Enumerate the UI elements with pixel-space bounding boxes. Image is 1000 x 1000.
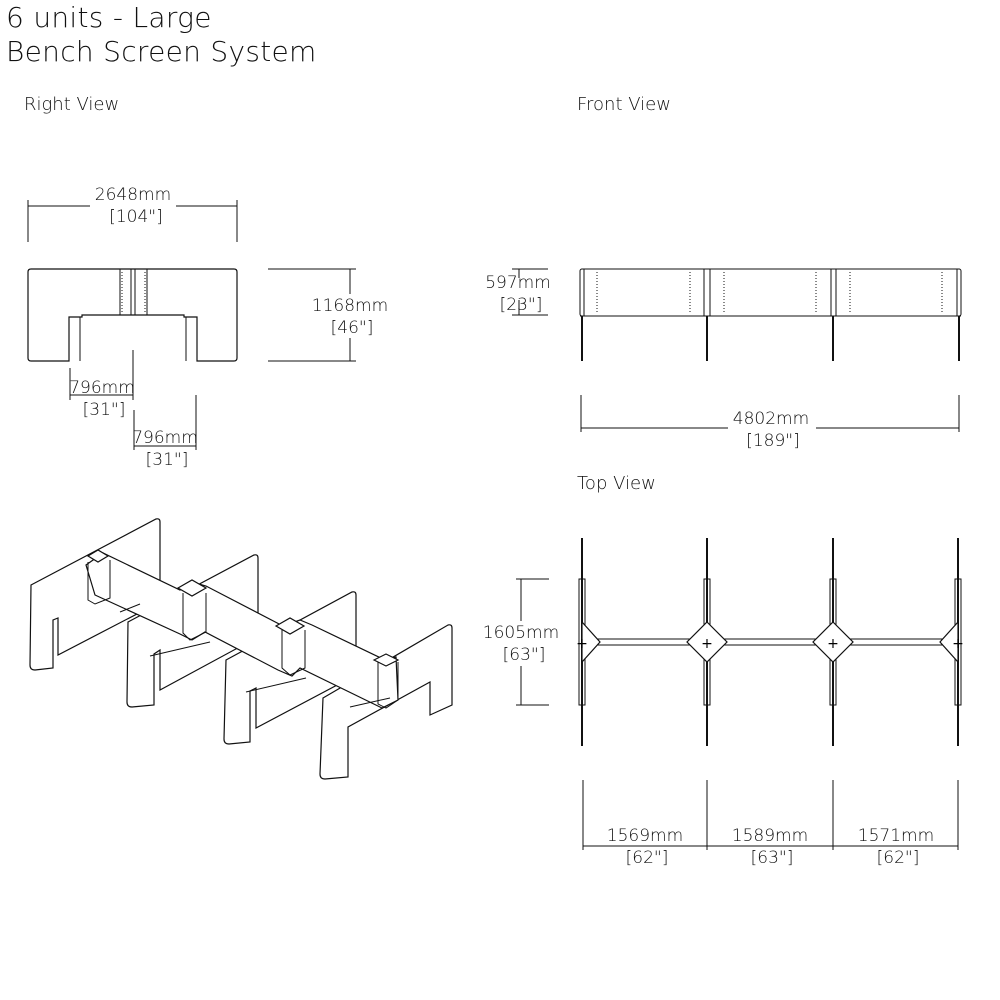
title-line-1: 6 units - Large	[6, 1, 212, 34]
dim-right-width-mm: 2648mm	[95, 185, 171, 205]
svg-text:+: +	[576, 636, 588, 652]
front-view-drawing: 597mm [23"]	[485, 268, 962, 451]
dim-top-seg2-mm: 1589mm	[732, 826, 808, 846]
dim-leg-a-in: [31"]	[83, 400, 126, 420]
top-view-label: Top View	[577, 473, 656, 494]
top-view-drawing: 1605mm [63"] + + + +	[483, 538, 964, 868]
title-line-2: Bench Screen System	[6, 35, 317, 68]
dim-front-height-in: [23"]	[500, 295, 543, 315]
dim-right-height-in: [46"]	[331, 318, 374, 338]
dim-right-width-in: [104"]	[109, 207, 163, 227]
dim-front-height-mm: 597mm	[485, 273, 551, 293]
front-view-label: Front View	[577, 94, 671, 115]
svg-text:+: +	[827, 636, 839, 652]
dim-leg-b-mm: 796mm	[132, 428, 198, 448]
dim-top-depth-mm: 1605mm	[483, 623, 559, 643]
dim-top-seg2-in: [63"]	[751, 848, 794, 868]
dim-top-depth-in: [63"]	[503, 645, 546, 665]
dim-top-seg1-mm: 1569mm	[607, 826, 683, 846]
svg-text:+: +	[701, 636, 713, 652]
dim-top-seg3-mm: 1571mm	[858, 826, 934, 846]
isometric-view-drawing	[29, 518, 453, 780]
dim-top-seg3-in: [62"]	[877, 848, 920, 868]
dim-leg-b-in: [31"]	[146, 450, 189, 470]
dim-front-length-mm: 4802mm	[733, 409, 809, 429]
right-view-drawing: 2648mm [104"] 1168mm [46"]	[27, 185, 388, 470]
dim-right-height-mm: 1168mm	[312, 296, 388, 316]
svg-text:+: +	[952, 636, 964, 652]
dim-front-length-in: [189"]	[746, 431, 800, 451]
dim-top-seg1-in: [62"]	[626, 848, 669, 868]
right-view-label: Right View	[24, 94, 120, 115]
dim-leg-a-mm: 796mm	[69, 378, 135, 398]
